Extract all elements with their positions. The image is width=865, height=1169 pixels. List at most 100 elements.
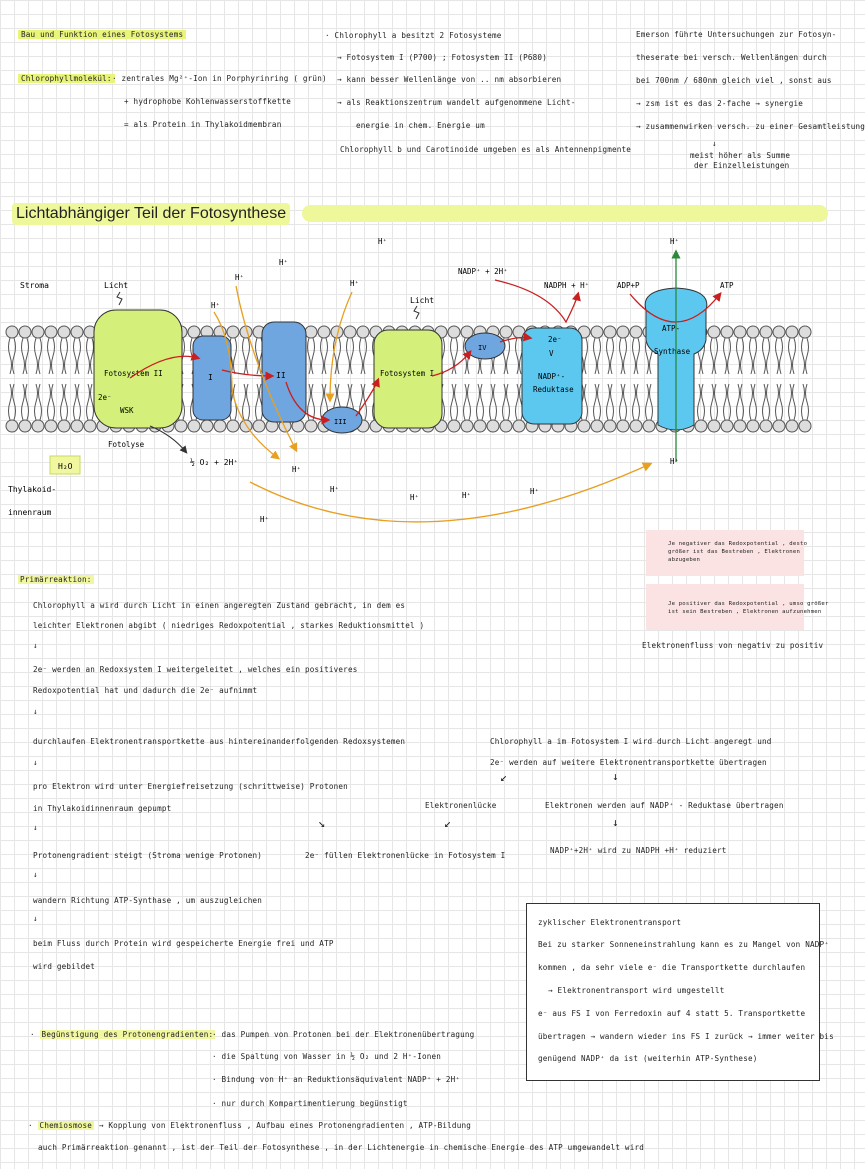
lipid-head bbox=[70, 419, 84, 433]
thylakoid-label: Thylakoid- bbox=[8, 485, 56, 494]
lipid-tail bbox=[34, 383, 42, 421]
primary-line: pro Elektron wird unter Energiefreisetzu… bbox=[33, 782, 348, 791]
lipid-tail bbox=[606, 337, 614, 375]
cyclic-line: übertragen → wandern wieder ins FS I zur… bbox=[538, 1032, 834, 1041]
light-zigzag bbox=[413, 305, 420, 320]
lipid-tail bbox=[632, 383, 640, 421]
lipid-tail bbox=[749, 383, 757, 421]
lipid-head bbox=[486, 419, 500, 433]
lipid-tail bbox=[60, 337, 68, 375]
lipid-tail bbox=[762, 337, 770, 375]
primary-line: in Thylakoidinnenraum gepumpt bbox=[33, 804, 172, 813]
lipid-tail bbox=[515, 383, 523, 421]
lipid-head bbox=[18, 325, 32, 339]
pink-note-text: ist sein Bestreben , Elektronen aufzuneh… bbox=[668, 609, 822, 615]
lipid-tail bbox=[86, 337, 94, 375]
lipid-tail bbox=[801, 383, 809, 421]
electron-arrow bbox=[499, 332, 533, 343]
electron-arrow bbox=[285, 381, 331, 425]
lipid-tail bbox=[775, 337, 783, 375]
pink-note-text: Je negativer das Redoxpotential , desto bbox=[668, 541, 808, 547]
ps1-note: Chlorophyll a im Fotosystem I wird durch… bbox=[490, 737, 772, 746]
svg-text:H⁺: H⁺ bbox=[670, 237, 679, 246]
proton-labels: H⁺ H⁺ H⁺ H⁺ H⁺ H⁺ H⁺ H⁺ H⁺ H⁺ H⁺ H⁺ H⁺ bbox=[211, 237, 679, 524]
primary-line: Chlorophyll a wird durch Licht in einen … bbox=[33, 601, 406, 610]
wsk-label: WSK bbox=[120, 406, 134, 415]
proton-pump-arrow bbox=[325, 291, 353, 403]
svg-text:H⁺: H⁺ bbox=[530, 487, 539, 496]
chl-line: · zentrales Mg²⁺-Ion in Porphyrinring ( … bbox=[112, 74, 327, 83]
water-label: H₂O bbox=[58, 462, 73, 471]
right-line: → zusammenwirken versch. zu einer Gesamt… bbox=[636, 122, 865, 131]
summary-line: auch Primärreaktion genannt , ist der Te… bbox=[38, 1143, 645, 1152]
lipid-tail bbox=[242, 337, 250, 375]
lipid-head bbox=[629, 419, 643, 433]
nadp-transfer-note: Elektronen werden auf NADP⁺ - Reduktase … bbox=[545, 801, 784, 810]
primary-heading: Primärreaktion: bbox=[18, 575, 94, 584]
pink-note-text: größer ist das Bestreben , Elektronen bbox=[668, 549, 801, 555]
primary-line: wandern Richtung ATP-Synthase , um auszu… bbox=[33, 896, 263, 905]
mid-line: energie in chem. Energie um bbox=[356, 121, 485, 130]
lipid-head bbox=[187, 419, 201, 433]
right-line: bei 700nm / 680nm gleich viel , sonst au… bbox=[636, 76, 832, 85]
cyclic-line: → Elektronentransport wird umgestellt bbox=[548, 986, 725, 995]
lipid-head bbox=[785, 419, 799, 433]
lipid-head bbox=[759, 419, 773, 433]
adp-label: ADP+P bbox=[617, 281, 640, 290]
lipid-tail bbox=[320, 337, 328, 375]
lipid-tail bbox=[476, 383, 484, 421]
fotolyse-arrow bbox=[149, 425, 188, 454]
lipid-head bbox=[746, 325, 760, 339]
proton-pump-arrow bbox=[235, 285, 298, 453]
lipid-tail bbox=[346, 337, 354, 375]
ps1-note: 2e⁻ werden auf weitere Elektronentranspo… bbox=[490, 758, 767, 767]
cyclic-line: kommen , da sehr viele e⁻ die Transportk… bbox=[538, 963, 806, 972]
lipid-head bbox=[226, 325, 240, 339]
light-label: Licht bbox=[104, 281, 128, 290]
lipid-tail bbox=[21, 337, 29, 375]
lipid-tail bbox=[606, 383, 614, 421]
lipid-tail bbox=[86, 383, 94, 421]
electron-arrow bbox=[129, 351, 201, 379]
lipid-tail bbox=[34, 337, 42, 375]
lipid-head bbox=[343, 325, 357, 339]
primary-line: Protonengradient steigt (Stroma wenige P… bbox=[33, 851, 263, 860]
mid-line: Chlorophyll b und Carotinoide umgeben es… bbox=[340, 145, 632, 154]
chemiosmosis-line: · Chemiosmose → Kopplung von Elektronenf… bbox=[28, 1121, 472, 1130]
lipid-tail bbox=[619, 383, 627, 421]
ps2-label: Fotosystem II bbox=[104, 369, 163, 378]
lipid-head bbox=[707, 325, 721, 339]
flow-arrow: ↘ bbox=[318, 816, 326, 830]
primary-line: ↓ bbox=[33, 707, 38, 716]
lipid-tail bbox=[359, 337, 367, 375]
lipid-tail bbox=[21, 383, 29, 421]
fill-gap-note: 2e⁻ füllen Elektronenlücke in Fotosystem… bbox=[305, 851, 506, 860]
photosystem-1 bbox=[373, 329, 443, 429]
lipid-tail bbox=[697, 383, 705, 421]
reductase-label: Reduktase bbox=[533, 385, 574, 394]
lipid-head bbox=[772, 325, 786, 339]
primary-line: ↓ bbox=[33, 823, 38, 832]
pink-note-text: abzugeben bbox=[668, 557, 701, 563]
lipid-head bbox=[447, 325, 461, 339]
lipid-tail bbox=[47, 337, 55, 375]
reductase-label: NADP⁺- bbox=[538, 372, 565, 381]
lipid-head bbox=[720, 419, 734, 433]
right-line: → zsm ist es das 2-fache → synergie bbox=[636, 99, 804, 108]
lipid-tail bbox=[762, 383, 770, 421]
section-heading: Bau und Funktion eines Fotosystems bbox=[18, 30, 187, 40]
lipid-head bbox=[694, 419, 708, 433]
lipid-head bbox=[590, 419, 604, 433]
lipid-tail bbox=[710, 337, 718, 375]
lipid-tail bbox=[736, 337, 744, 375]
svg-text:H⁺: H⁺ bbox=[260, 515, 269, 524]
nadp-reduced-note: NADP⁺+2H⁺ wird zu NADPH +H⁺ reduziert bbox=[550, 846, 727, 855]
atp-synthase-label: Synthase bbox=[654, 347, 691, 356]
mid-line: · Chlorophyll a besitzt 2 Fotosysteme bbox=[325, 31, 502, 40]
photosystem-2 bbox=[93, 309, 183, 429]
svg-text:H⁺: H⁺ bbox=[211, 301, 220, 310]
nadp-reductase bbox=[521, 327, 583, 425]
lipid-head bbox=[304, 325, 318, 339]
lipid-tail bbox=[60, 383, 68, 421]
svg-text:H⁺: H⁺ bbox=[462, 491, 471, 500]
